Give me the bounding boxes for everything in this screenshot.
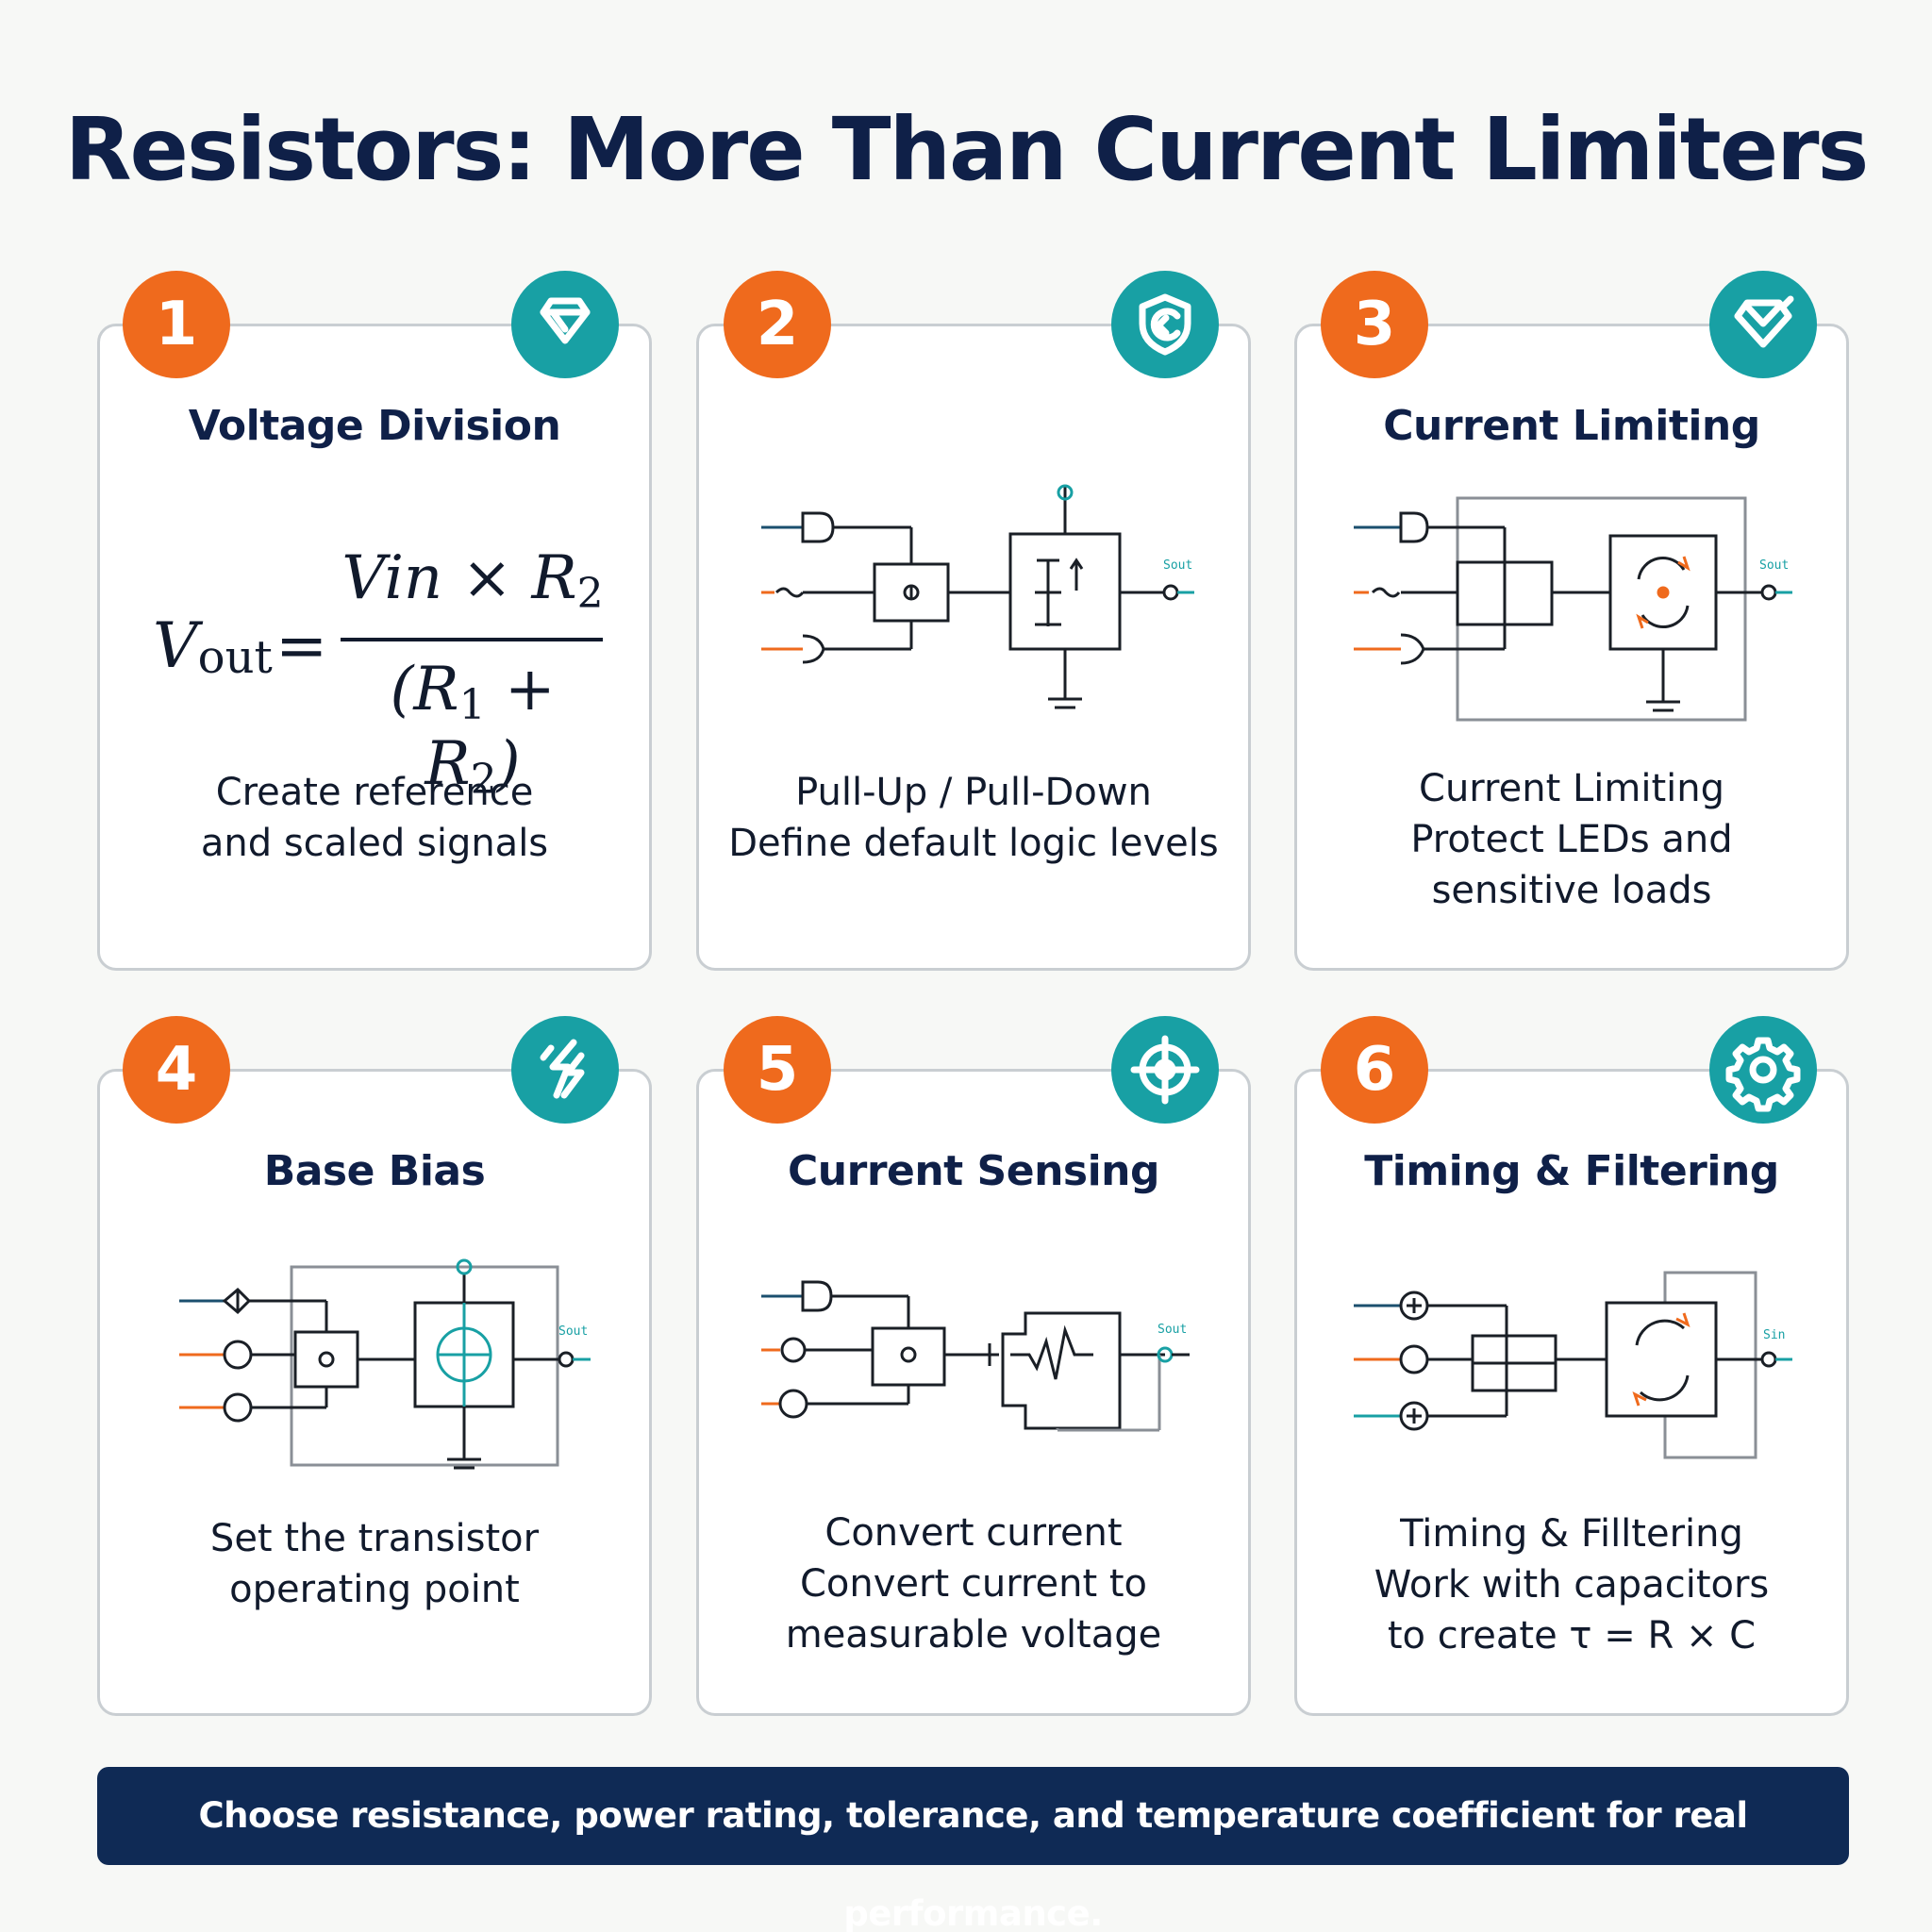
card-pull-up-pull-down: Sout Pull-Up / Pull-Down Define default … (696, 324, 1251, 971)
step-number-badge-4: 4 (123, 1016, 230, 1124)
output-pin-label: Sout (1759, 558, 1790, 573)
card-description: Timing & Filltering Work with capacitors… (1374, 1512, 1770, 1657)
output-pin-label: Sout (1163, 558, 1193, 573)
step-number-badge-3: 3 (1321, 271, 1428, 378)
card-current-limiting: Current Limiting (1294, 324, 1849, 971)
card-description: Convert current Convert current to measu… (785, 1511, 1162, 1657)
card-description: Pull-Up / Pull-Down Define default logic… (728, 771, 1219, 865)
card-current-sensing: Current Sensing (696, 1069, 1251, 1716)
card-title: Current Sensing (788, 1147, 1159, 1195)
card-title: Timing & Filtering (1364, 1147, 1779, 1195)
step-number-badge-1: 1 (123, 271, 230, 378)
card-timing-filtering: Timing & Filtering (1294, 1069, 1849, 1716)
output-pin-label: Sin (1763, 1328, 1786, 1342)
card-base-bias: Base Bias (97, 1069, 652, 1716)
card-title: Current Limiting (1383, 402, 1760, 450)
diamond-icon (511, 271, 619, 378)
formula-numerator: Vin × R2 (341, 543, 604, 618)
card-description: Current Limiting Protect LEDs and sensit… (1410, 767, 1733, 912)
lightning-icon (511, 1016, 619, 1124)
formula-lhs: Vout (153, 609, 273, 684)
gear-icon (1709, 1016, 1817, 1124)
card-title: Base Bias (263, 1147, 486, 1195)
card-title: Voltage Division (188, 402, 561, 450)
footer-banner: Choose resistance, power rating, toleran… (97, 1767, 1849, 1932)
formula-denominator: (R1 + R2) (390, 655, 556, 804)
step-number-badge-2: 2 (724, 271, 831, 378)
pull-up-circuit-diagram (761, 484, 1194, 709)
card-description: Create reference and scaled signals (200, 771, 549, 865)
step-number-badge-5: 5 (724, 1016, 831, 1124)
formula-equals: = (275, 609, 328, 682)
crosshair-icon (1111, 1016, 1219, 1124)
page-title: Resistors: More Than Current Limiters (64, 99, 1870, 200)
card-description: Set the transistor operating point (209, 1517, 540, 1611)
step-number-badge-6: 6 (1321, 1016, 1428, 1124)
output-pin-label: Sout (558, 1324, 589, 1339)
output-pin-label: Sout (1158, 1323, 1188, 1337)
formula-fraction-bar (341, 638, 603, 641)
card-voltage-division: Voltage Division Vout = Vin × R2 (R1 + R… (97, 324, 652, 971)
voltage-divider-formula: Vout = Vin × R2 (R1 + R2) (100, 326, 655, 974)
heart-diamond-icon (1709, 271, 1817, 378)
shield-icon (1111, 271, 1219, 378)
